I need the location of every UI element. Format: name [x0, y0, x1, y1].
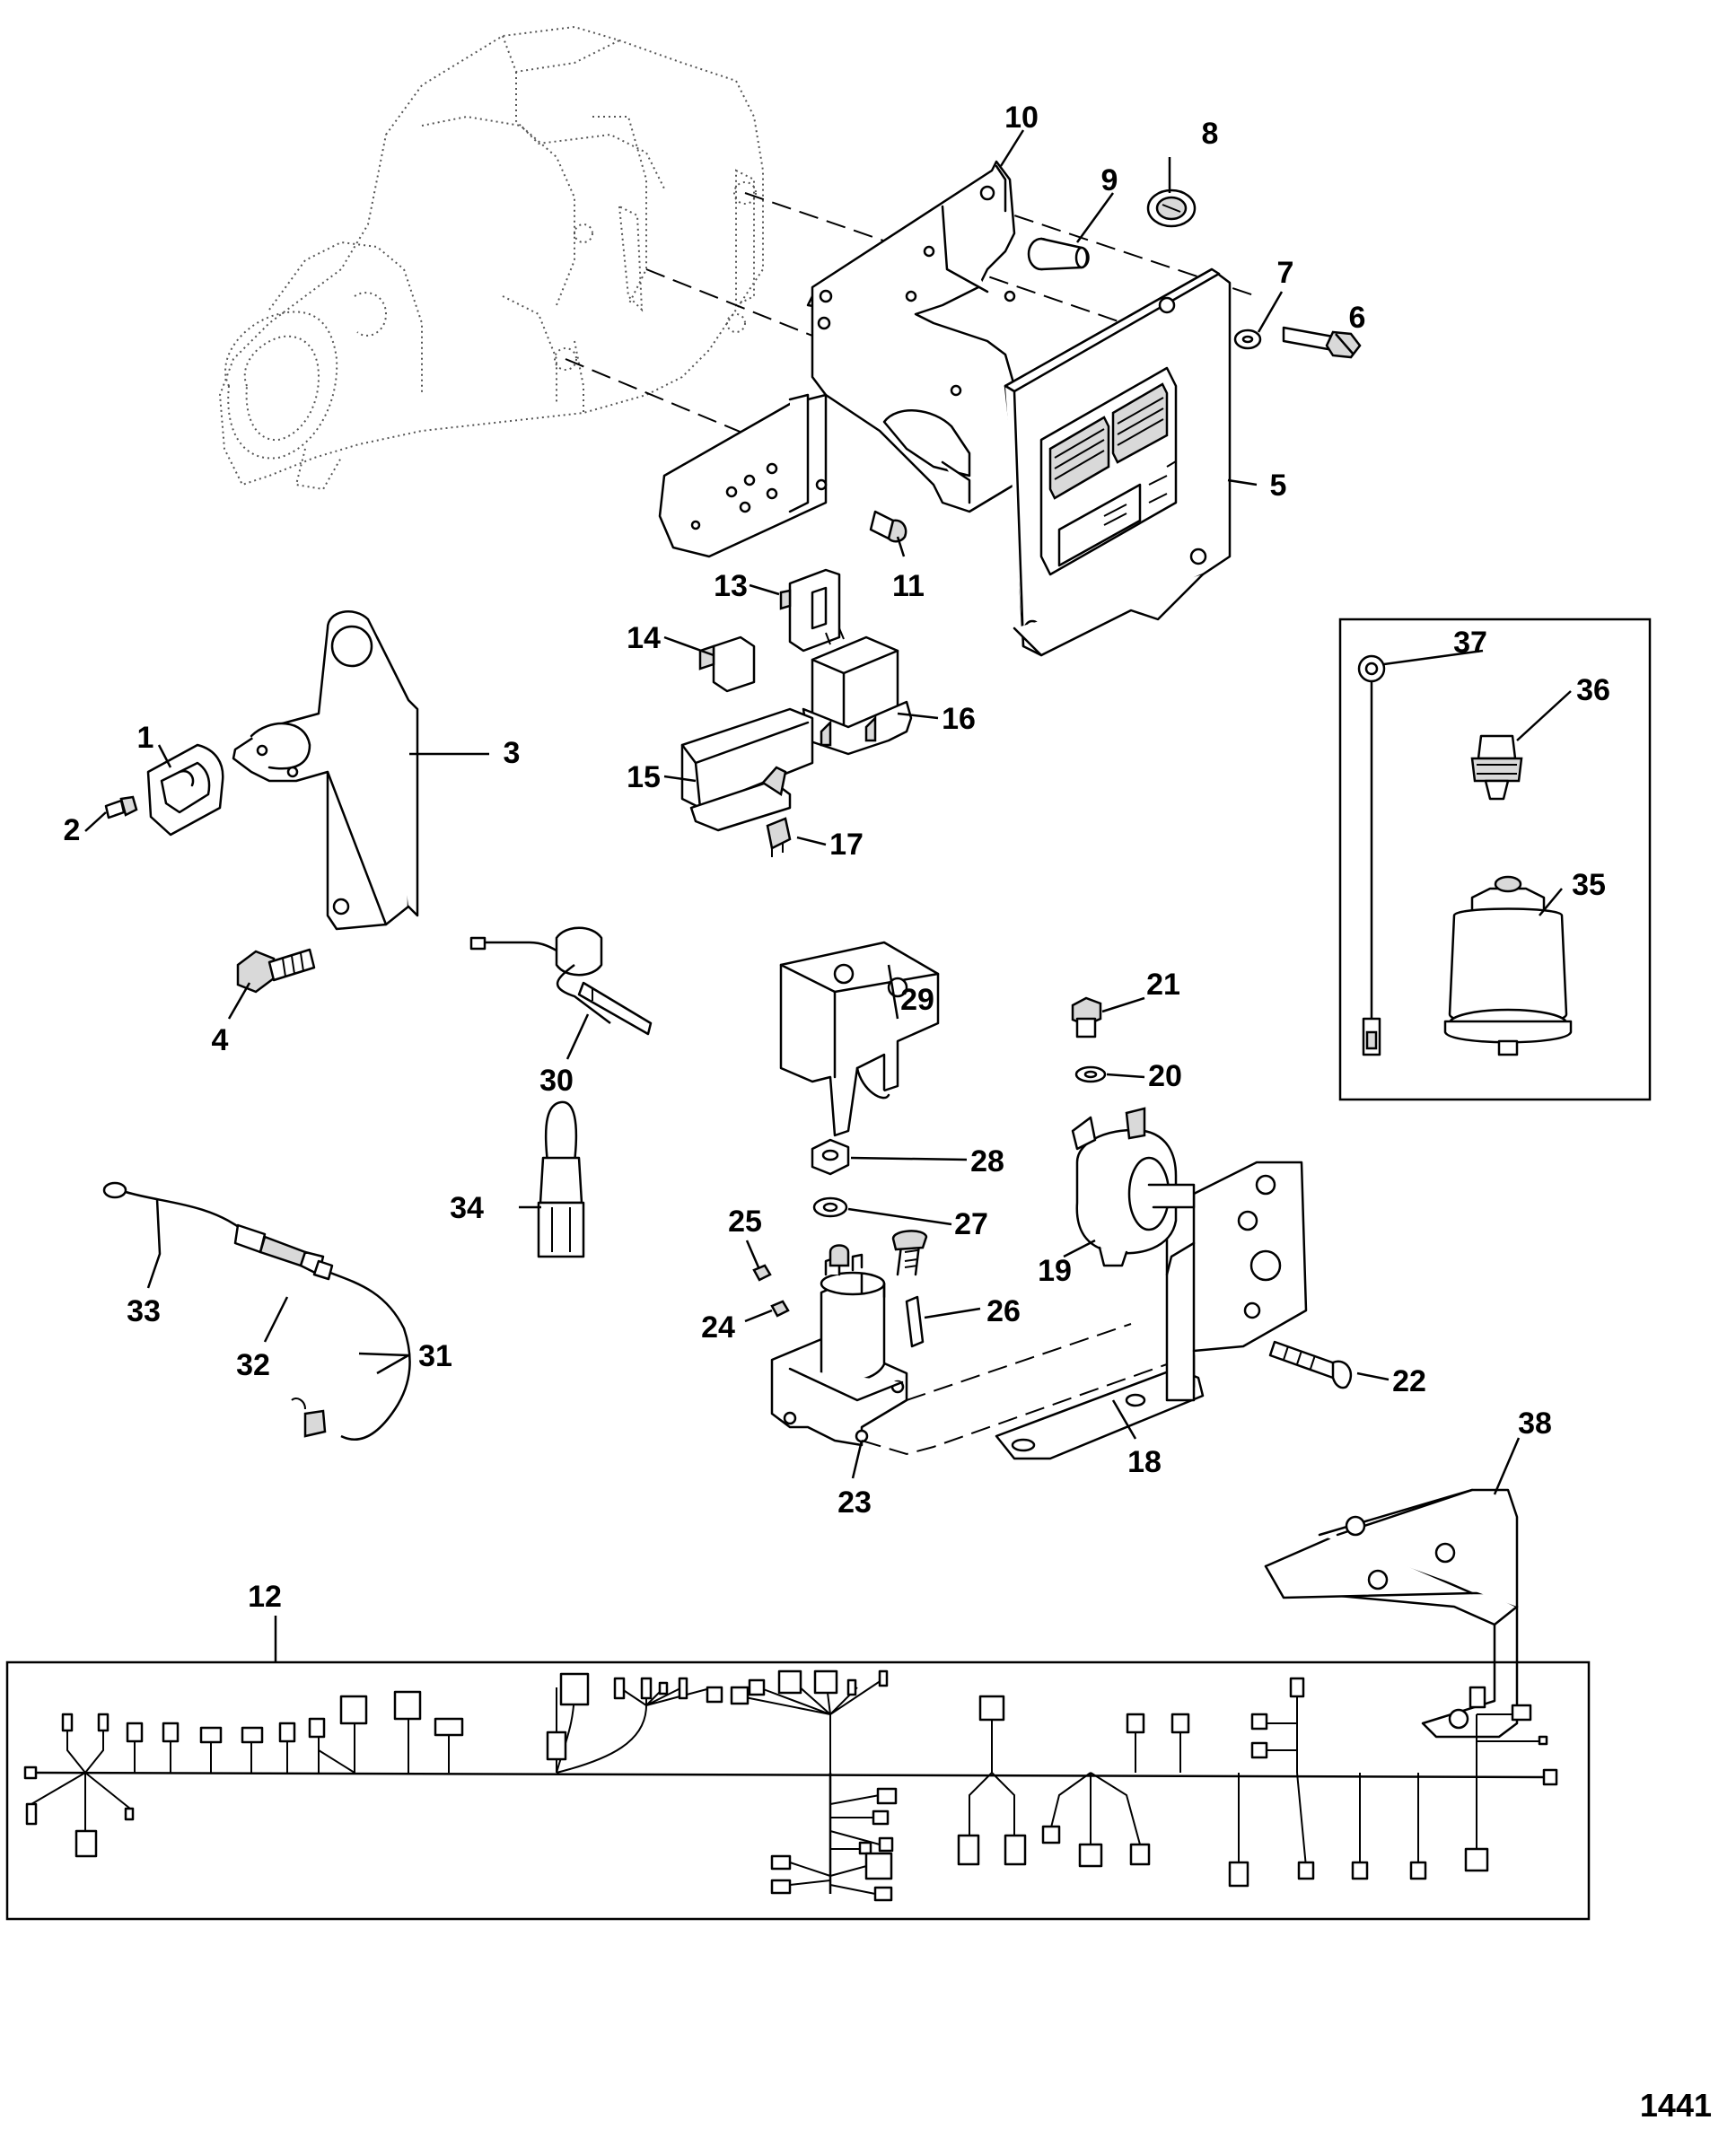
callout-33: 33	[127, 1294, 161, 1328]
support-bracket	[232, 610, 419, 931]
bracket-bolt	[236, 948, 316, 994]
callout-21: 21	[1146, 968, 1180, 1002]
mounting-bracket-l	[1264, 1488, 1519, 1739]
bracket-screw-long	[1268, 1340, 1353, 1389]
callout-3: 3	[504, 736, 521, 770]
callout-17: 17	[829, 828, 864, 862]
callout-9: 9	[1101, 163, 1118, 197]
starter-solenoid	[770, 1230, 928, 1447]
callout-14: 14	[627, 621, 661, 655]
washer	[1233, 329, 1262, 350]
fuse-holder-clip	[779, 568, 841, 653]
callout-34: 34	[450, 1191, 484, 1225]
small-nut-b	[770, 1300, 790, 1318]
mounting-bracket-plate	[658, 160, 1025, 558]
callout-35: 35	[1572, 868, 1606, 902]
callout-28: 28	[970, 1144, 1004, 1179]
circuit-breaker-bracket	[1165, 1161, 1308, 1402]
callout-13: 13	[714, 569, 748, 603]
grommet	[1146, 188, 1197, 228]
circuit-breaker	[1071, 1107, 1196, 1267]
loop-connector	[537, 1100, 585, 1258]
callout-12: 12	[248, 1580, 282, 1614]
callout-2: 2	[64, 813, 81, 847]
fuse	[766, 817, 792, 857]
sensor-inset	[1338, 618, 1652, 1101]
wiring-harness	[5, 1660, 1591, 1921]
leader-lines	[84, 129, 1572, 1662]
bracket-screw	[869, 510, 907, 543]
callout-20: 20	[1148, 1059, 1182, 1093]
breaker-nut	[1071, 996, 1102, 1038]
callout-18: 18	[1127, 1445, 1162, 1479]
callout-4: 4	[212, 1023, 229, 1057]
callout-6: 6	[1349, 301, 1366, 335]
figure-number: 1441	[1640, 2087, 1712, 2124]
callout-labels: 1 2 3 4 5 6 7 8 9 10 11 12 13 14 15 16 1…	[64, 101, 1610, 1614]
temperature-sender	[469, 926, 653, 1036]
callout-26: 26	[986, 1294, 1021, 1328]
callout-15: 15	[627, 760, 661, 794]
callout-19: 19	[1038, 1254, 1072, 1288]
callout-22: 22	[1392, 1364, 1426, 1398]
callout-23: 23	[837, 1485, 872, 1520]
nut	[811, 1138, 850, 1176]
callout-31: 31	[418, 1339, 452, 1373]
callout-25: 25	[728, 1205, 762, 1239]
fuse-block-cover	[680, 707, 814, 832]
callout-1: 1	[137, 721, 154, 755]
clamp	[146, 743, 224, 837]
breaker-washer	[1074, 1065, 1107, 1083]
callout-11: 11	[892, 569, 925, 603]
callout-24: 24	[701, 1310, 735, 1345]
callout-10: 10	[1004, 101, 1039, 135]
clamp-screw	[104, 795, 138, 819]
spacer-bushing	[1027, 237, 1090, 271]
callout-5: 5	[1270, 469, 1287, 503]
solenoid-stud	[905, 1295, 925, 1348]
lock-washer	[812, 1196, 848, 1218]
callout-30: 30	[539, 1064, 574, 1098]
callout-32: 32	[236, 1348, 270, 1382]
connector-clip	[698, 635, 756, 693]
callout-16: 16	[942, 702, 976, 736]
engine-control-module	[1004, 267, 1232, 657]
relay	[802, 627, 913, 756]
callout-8: 8	[1202, 117, 1219, 151]
callout-38: 38	[1518, 1406, 1552, 1441]
cable-assembly	[102, 1181, 411, 1441]
callout-27: 27	[954, 1207, 988, 1241]
callout-37: 37	[1453, 626, 1487, 660]
solenoid-mounting-bracket	[779, 941, 940, 1137]
callout-36: 36	[1576, 673, 1610, 707]
gearcase-housing-outline	[218, 25, 764, 491]
callout-7: 7	[1277, 256, 1294, 290]
small-nut-a	[752, 1264, 772, 1282]
callout-29: 29	[900, 983, 934, 1017]
